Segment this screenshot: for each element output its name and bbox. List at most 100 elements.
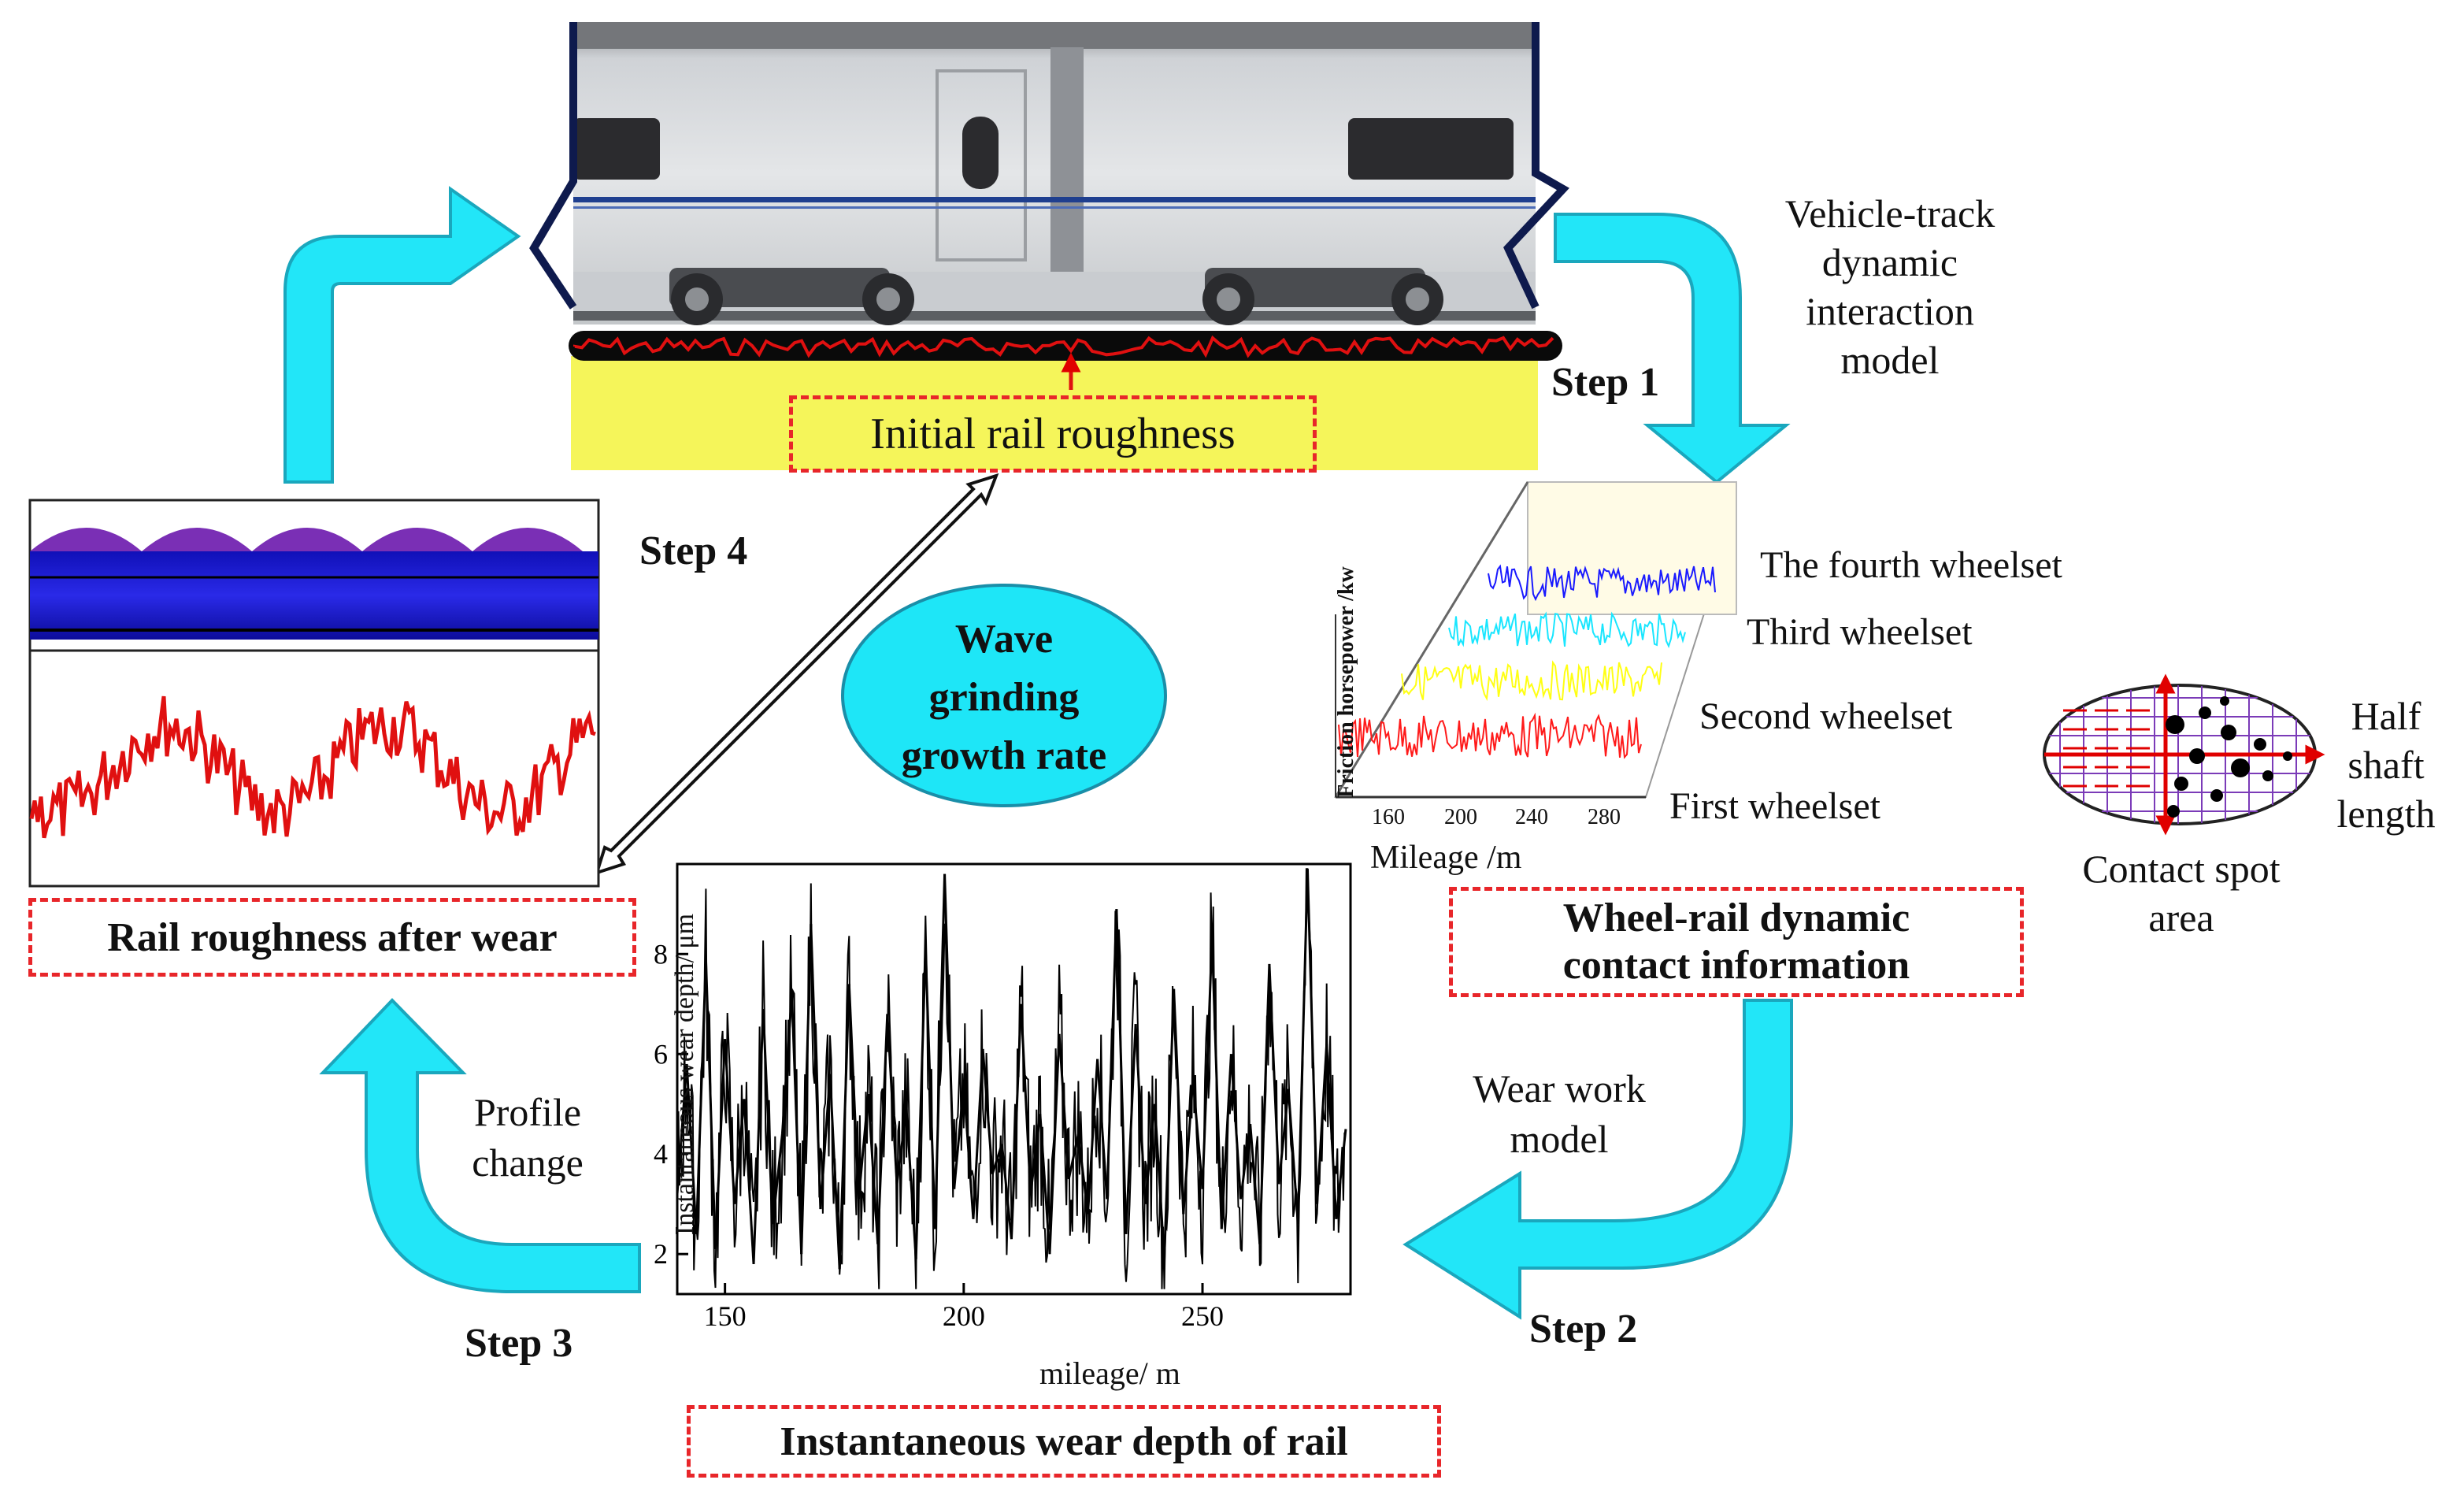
wear-work-line-1: Wear work <box>1473 1066 1646 1111</box>
wear-series-segment <box>1249 1124 1262 1244</box>
cyan-arrow-step4 <box>283 186 521 484</box>
wear-series-segment <box>1296 869 1309 1225</box>
wear-xtick-label: 150 <box>704 1300 747 1332</box>
wear-series-segment <box>1306 869 1319 1204</box>
wear-series-segment <box>1287 1088 1299 1225</box>
wear-series-segment <box>972 1048 984 1219</box>
vehicle-track-line-3: interaction <box>1806 289 1974 333</box>
wear-series-segment <box>953 1084 965 1189</box>
wear-series-segment <box>962 1084 975 1219</box>
wear-series-segment <box>1229 1054 1243 1200</box>
cyan-arrow-step3 <box>319 998 641 1293</box>
series-label-fourth: The fourth wheelset <box>1760 544 2062 586</box>
vehicle-track-line-1: Vehicle-track <box>1784 191 1995 235</box>
friction-xtick-2: 200 <box>1444 805 1477 829</box>
wave-line-1: Wave <box>954 617 1054 662</box>
profile-change-label: Profile change <box>425 1087 630 1188</box>
wear-series-segment <box>933 873 947 1229</box>
wear-series-segment <box>685 1063 698 1234</box>
wear-series-segment <box>800 924 813 1255</box>
white-double-arrow <box>594 473 999 876</box>
friction-xtick-3: 240 <box>1515 805 1548 829</box>
wear-series-segment <box>905 1108 917 1259</box>
vehicle-track-line-4: model <box>1840 338 1940 382</box>
wave-line-3: growth rate <box>901 733 1107 778</box>
wear-series-segment <box>761 1009 774 1225</box>
contact-info-line-1: Wheel-rail dynamic <box>1562 896 1910 940</box>
wear-series-segment <box>924 948 936 1229</box>
wear-series-segment <box>724 1039 736 1204</box>
wear-series-segment <box>886 1014 899 1185</box>
wear-ytick-label: 6 <box>654 1038 668 1070</box>
series-label-second: Second wheelset <box>1699 695 1953 737</box>
wear-series-segment <box>1182 1078 1195 1215</box>
initial-roughness-line <box>573 335 1554 358</box>
friction-3d-chart <box>1334 481 1737 799</box>
cyan-arrow-step2 <box>1402 999 1793 1320</box>
wear-series-segment <box>991 1144 1003 1175</box>
friction-ylabel: Friction horsepower /kw <box>1334 566 1358 798</box>
wear-series-segment <box>743 1099 755 1264</box>
step3-label: Step 3 <box>465 1321 573 1366</box>
series-label-first: First wheelset <box>1669 785 1880 827</box>
vehicle-track-model-label: Vehicle-track dynamic interaction model <box>1717 189 2063 384</box>
wear-series-segment <box>1029 1114 1042 1195</box>
wear-series-segment <box>771 1133 784 1225</box>
friction-xtick-1: 160 <box>1372 805 1405 829</box>
wear-series-segment <box>1153 1103 1166 1259</box>
half-shaft-label: Half shaft length <box>2315 692 2457 838</box>
wear-series-segment <box>780 993 794 1134</box>
wear-series-segment <box>704 959 717 1249</box>
wear-series-segment <box>1191 1078 1204 1189</box>
wear-depth-box: Instantaneous wear depth of rail <box>687 1405 1441 1478</box>
wear-series-segment <box>1058 1033 1070 1180</box>
wear-series-segment <box>1220 1054 1232 1229</box>
cyan-arrow-step1 <box>1554 213 1791 484</box>
wear-series-segment <box>1277 1088 1290 1185</box>
contact-info-line-2: contact information <box>1562 943 1910 988</box>
contact-info-box: Wheel-rail dynamic contact information <box>1449 887 2024 997</box>
wear-xlabel: mileage/ m <box>1039 1356 1180 1391</box>
wear-series-segment <box>1106 909 1118 1200</box>
wear-depth-text: Instantaneous wear depth of rail <box>780 1419 1348 1464</box>
step4-label: Step 4 <box>639 528 748 573</box>
contact-spot-line-1: Contact spot <box>2082 847 2281 891</box>
roughness-after-text: Rail roughness after wear <box>107 914 558 960</box>
step1-label: Step 1 <box>1551 360 1660 405</box>
wear-ytick-label: 2 <box>654 1238 668 1270</box>
wear-series-segment <box>857 1093 870 1200</box>
wear-series-segment <box>1010 1003 1023 1240</box>
wear-series-segment <box>1163 988 1176 1259</box>
track-bed <box>571 356 1538 470</box>
wear-series-segment <box>981 1048 994 1174</box>
profile-change-line-1: Profile <box>473 1090 582 1134</box>
series-label-third: Third wheelset <box>1747 611 1973 653</box>
wear-series-segment <box>1258 963 1271 1244</box>
wear-series-segment <box>1173 988 1185 1215</box>
wear-series-segment <box>1020 1003 1032 1195</box>
wear-series-segment <box>819 1074 832 1210</box>
wear-series-segment <box>838 984 850 1270</box>
wear-series-segment <box>1039 1114 1051 1255</box>
wear-series-segment <box>752 1009 765 1264</box>
wear-series-segment <box>876 1014 889 1244</box>
contact-spot-diagram <box>2043 673 2325 836</box>
wear-work-line-2: model <box>1510 1117 1609 1161</box>
wave-line-2: grinding <box>928 675 1080 720</box>
contact-spot-line-2: area <box>2148 896 2214 940</box>
wear-series-segment <box>1086 1059 1099 1215</box>
wear-series-segment <box>714 1039 727 1249</box>
wear-series-segment <box>1096 1059 1109 1200</box>
wear-series-segment <box>847 984 860 1200</box>
friction-xlabel: Mileage /m <box>1370 840 1522 876</box>
wear-xtick-label: 250 <box>1181 1300 1224 1332</box>
wear-work-model-label: Wear work model <box>1417 1063 1701 1164</box>
wear-series-segment <box>1067 1133 1080 1180</box>
wear-series-segment <box>1048 1033 1061 1255</box>
wear-series-segment <box>1210 939 1223 1229</box>
wear-series-segment <box>1325 1044 1338 1219</box>
vehicle-track-line-2: dynamic <box>1821 240 1958 284</box>
wear-series-segment <box>1000 1144 1013 1240</box>
wear-series-segment <box>895 1108 908 1185</box>
wear-xtick-label: 200 <box>943 1300 985 1332</box>
